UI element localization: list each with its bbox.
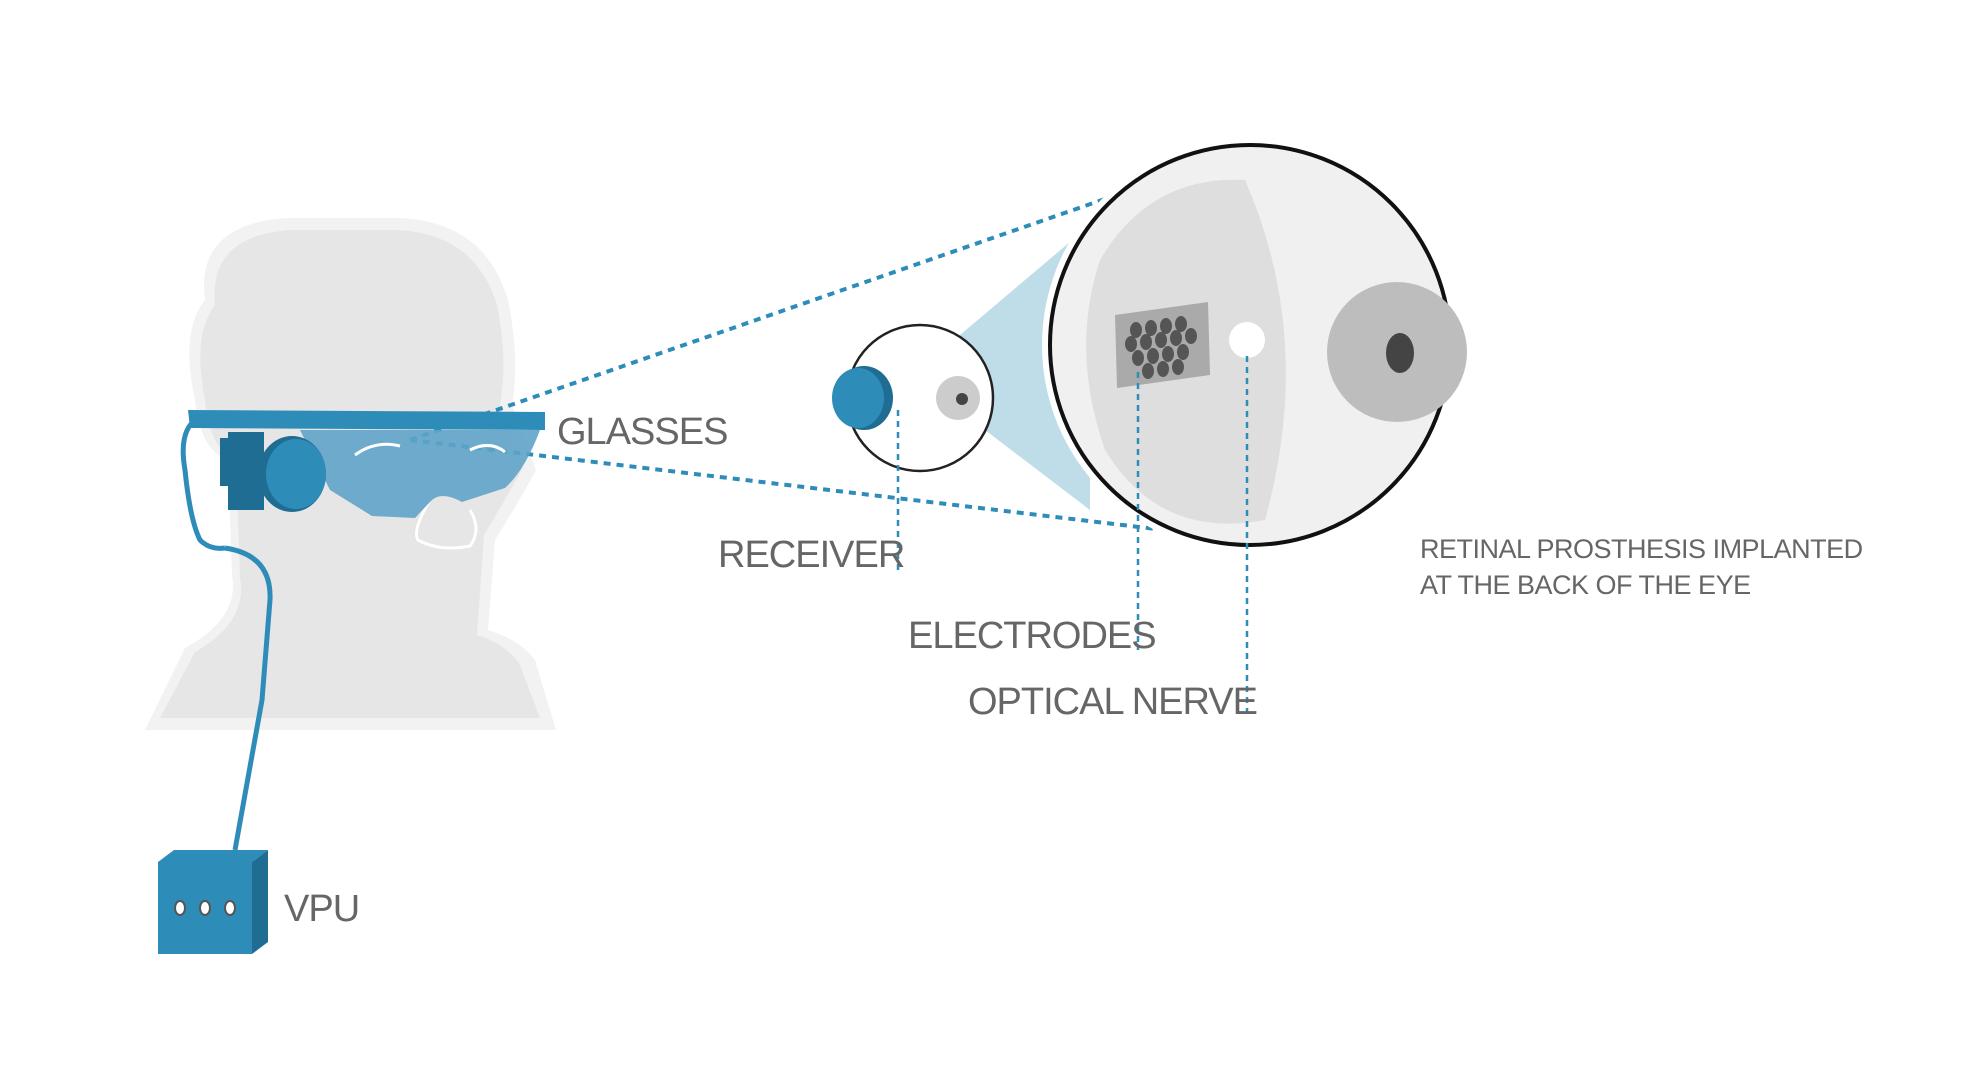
glasses-label: GLASSES [557, 411, 727, 453]
electrodes-label: ELECTRODES [908, 615, 1156, 657]
prosthesis-label-line1: RETINAL PROSTHESIS IMPLANTED [1420, 534, 1863, 564]
projection-line-top [409, 138, 1276, 442]
electrode-dots [1125, 316, 1197, 379]
vpu-led-1 [174, 900, 186, 916]
vpu-top [158, 850, 268, 862]
vpu-side [252, 850, 268, 954]
camera-body [228, 432, 264, 510]
small-eye [832, 323, 995, 473]
glasses-device [180, 410, 545, 551]
receiver-front [832, 368, 884, 428]
nose-outline [415, 499, 478, 550]
optical-nerve-label: OPTICAL NERVE [968, 681, 1257, 723]
camera-lens [266, 439, 326, 509]
glasses-temple [180, 415, 226, 551]
projection-lines [409, 138, 1291, 547]
projection-line-bottom [409, 438, 1291, 547]
vpu-box [158, 850, 268, 954]
glasses-frame [188, 410, 545, 430]
vpu-label: VPU [284, 888, 359, 930]
eyebrow-right [469, 444, 506, 454]
vpu-led-2 [199, 900, 211, 916]
vpu-cable [224, 545, 273, 851]
small-eye-pupil [956, 393, 968, 405]
big-eye-pupil [1386, 333, 1414, 373]
big-eye [1042, 137, 1467, 553]
eyebrow-left [354, 442, 401, 457]
prosthesis-label-line2: AT THE BACK OF THE EYE [1420, 570, 1751, 600]
leader-lines [896, 356, 1249, 718]
receiver-label: RECEIVER [718, 534, 904, 576]
optic-disc [1229, 322, 1265, 358]
vpu-led-3 [224, 900, 236, 916]
